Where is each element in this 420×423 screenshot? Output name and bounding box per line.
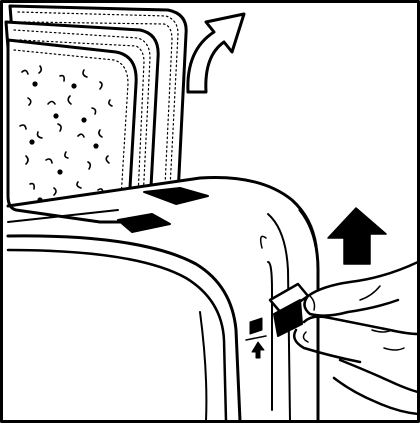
lever-icon — [270, 284, 308, 336]
up-arrow-icon — [328, 208, 386, 264]
curved-up-arrow-icon — [188, 14, 244, 92]
lever-slot — [268, 262, 272, 410]
hand-icon — [294, 262, 418, 414]
indicator-mark — [250, 318, 262, 334]
small-up-arrow-icon — [252, 342, 264, 358]
